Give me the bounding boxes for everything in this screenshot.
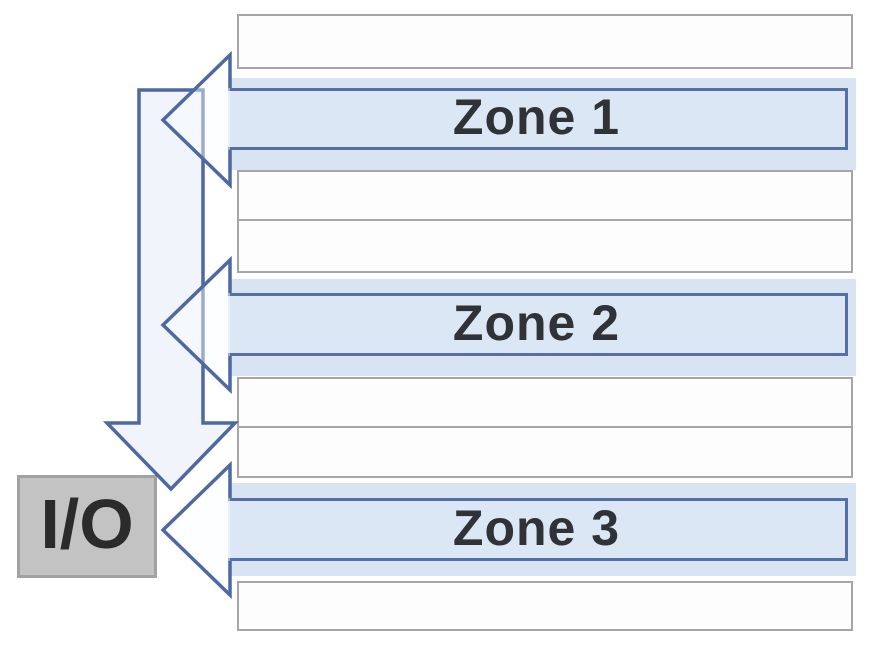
zone1-box: Zone 1 <box>228 88 848 150</box>
zone2-arrow-head <box>160 255 232 395</box>
zone2-box: Zone 2 <box>228 293 848 356</box>
zone1-arrow-head-fill <box>163 55 230 185</box>
zone3-box: Zone 3 <box>228 498 848 561</box>
memory-row <box>237 426 853 478</box>
zone1-arrow-head <box>160 50 232 190</box>
zone1-label: Zone 1 <box>452 89 621 145</box>
io-box: I/O <box>17 475 157 578</box>
zone3-arrow-head <box>160 460 232 600</box>
memory-row <box>237 170 853 221</box>
zone3-label: Zone 3 <box>452 499 621 556</box>
memory-row <box>237 377 853 428</box>
zone2-label: Zone 2 <box>452 294 621 351</box>
memory-row <box>237 581 853 631</box>
down-arrow <box>102 88 240 492</box>
zone3-arrow-head-fill <box>163 465 230 595</box>
io-label: I/O <box>40 484 134 563</box>
memory-row <box>237 14 853 69</box>
memory-row <box>237 219 853 273</box>
zone2-arrow-head-fill <box>163 260 230 390</box>
